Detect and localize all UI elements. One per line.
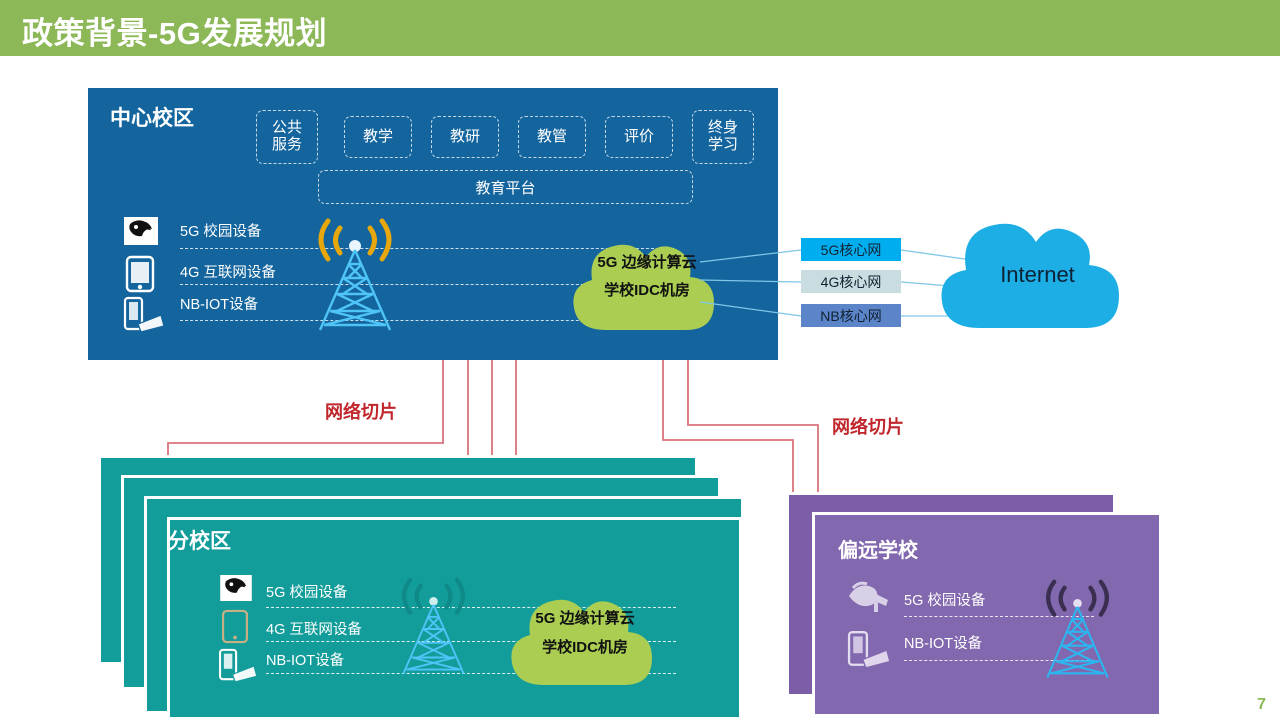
chip-evaluation[interactable]: 评价 [605,116,673,158]
core-network-5g[interactable]: 5G核心网 [801,238,901,261]
device-label-nbiot: NB-IOT设备 [904,636,983,652]
chip-lifelong-learning[interactable]: 终身 学习 [692,110,754,164]
link-line-5g [180,248,674,249]
core-network-label: 5G核心网 [820,241,882,258]
vr-headset-icon [220,575,252,601]
edge-cloud-line1: 5G 边缘计算云 [597,254,697,271]
tablet-phone-icon [219,648,258,683]
edge-cloud-central [562,208,732,338]
smartphone-icon [125,255,155,293]
internet-cloud [940,196,1135,331]
link-line-4g [266,641,676,642]
cell-tower-icon [386,573,481,685]
branch-campus-panel [167,517,742,720]
device-label-5g: 5G 校园设备 [180,224,262,240]
edge-cloud-line1: 5G 边缘计算云 [535,610,635,627]
chip-label-line2: 学习 [707,136,738,153]
core-network-nb[interactable]: NB核心网 [801,304,901,327]
device-label-5g: 5G 校园设备 [904,593,986,609]
remote-school-panel [812,512,1162,717]
security-camera-icon [846,580,892,614]
branch-campus-stack: 分校区 5G 校园设备 4G 互联网设备 NB-IOT设备 [98,455,744,720]
branch-campus-title: 分校区 [168,530,231,553]
slice-label-left: 网络切片 [325,402,397,422]
header-bar [0,0,1280,56]
edge-cloud-branch [500,563,670,693]
tablet-phone-icon [847,630,891,669]
chip-label-line2: 服务 [271,136,302,153]
remote-school-stack: 偏远学校 5G 校园设备 NB-IOT设备 [786,492,1162,720]
chip-label-line1: 公共 [271,119,302,137]
page-number: 7 [1257,696,1266,713]
device-label-4g: 4G 互联网设备 [266,622,362,638]
chip-research[interactable]: 教研 [431,116,499,158]
link-line-4g [180,284,674,285]
chip-public-service[interactable]: 公共 服务 [256,110,318,164]
cell-tower-icon [1030,572,1125,690]
central-campus-panel: 中心校区 公共 服务 教学 教研 教管 评价 终身 学习 教育平台 [88,88,778,360]
chip-teaching[interactable]: 教学 [344,116,412,158]
chip-label: 教育平台 [475,179,536,197]
central-campus-title: 中心校区 [110,107,194,130]
chip-management[interactable]: 教管 [518,116,586,158]
page-title: 政策背景-5G发展规划 [22,16,328,51]
device-label-nbiot: NB-IOT设备 [180,297,259,313]
remote-school-title: 偏远学校 [838,540,918,562]
slice-label-right: 网络切片 [832,417,904,437]
chip-label: 教学 [362,127,393,145]
smartphone-icon [221,609,249,644]
link-line-nbiot [180,320,674,321]
link-line-nbiot [904,660,1094,661]
link-line-5g [904,616,1094,617]
cell-tower-icon [300,218,410,338]
internet-label: Internet [1000,262,1075,287]
vr-headset-icon [124,217,158,245]
core-network-label: 4G核心网 [820,273,882,290]
chip-label: 教研 [449,127,480,145]
chip-education-platform[interactable]: 教育平台 [318,170,693,204]
chip-label: 教管 [536,127,567,145]
core-network-label: NB核心网 [820,307,882,324]
tablet-phone-icon [123,296,165,333]
chip-label: 评价 [623,127,654,145]
edge-cloud-line2: 学校IDC机房 [604,282,690,299]
device-label-4g: 4G 互联网设备 [180,265,276,281]
device-label-nbiot: NB-IOT设备 [266,653,345,669]
edge-cloud-line2: 学校IDC机房 [542,639,628,656]
chip-label-line1: 终身 [707,119,738,137]
device-label-5g: 5G 校园设备 [266,585,348,601]
core-network-4g[interactable]: 4G核心网 [801,270,901,293]
link-line-nbiot [266,673,676,674]
link-line-5g [266,607,676,608]
